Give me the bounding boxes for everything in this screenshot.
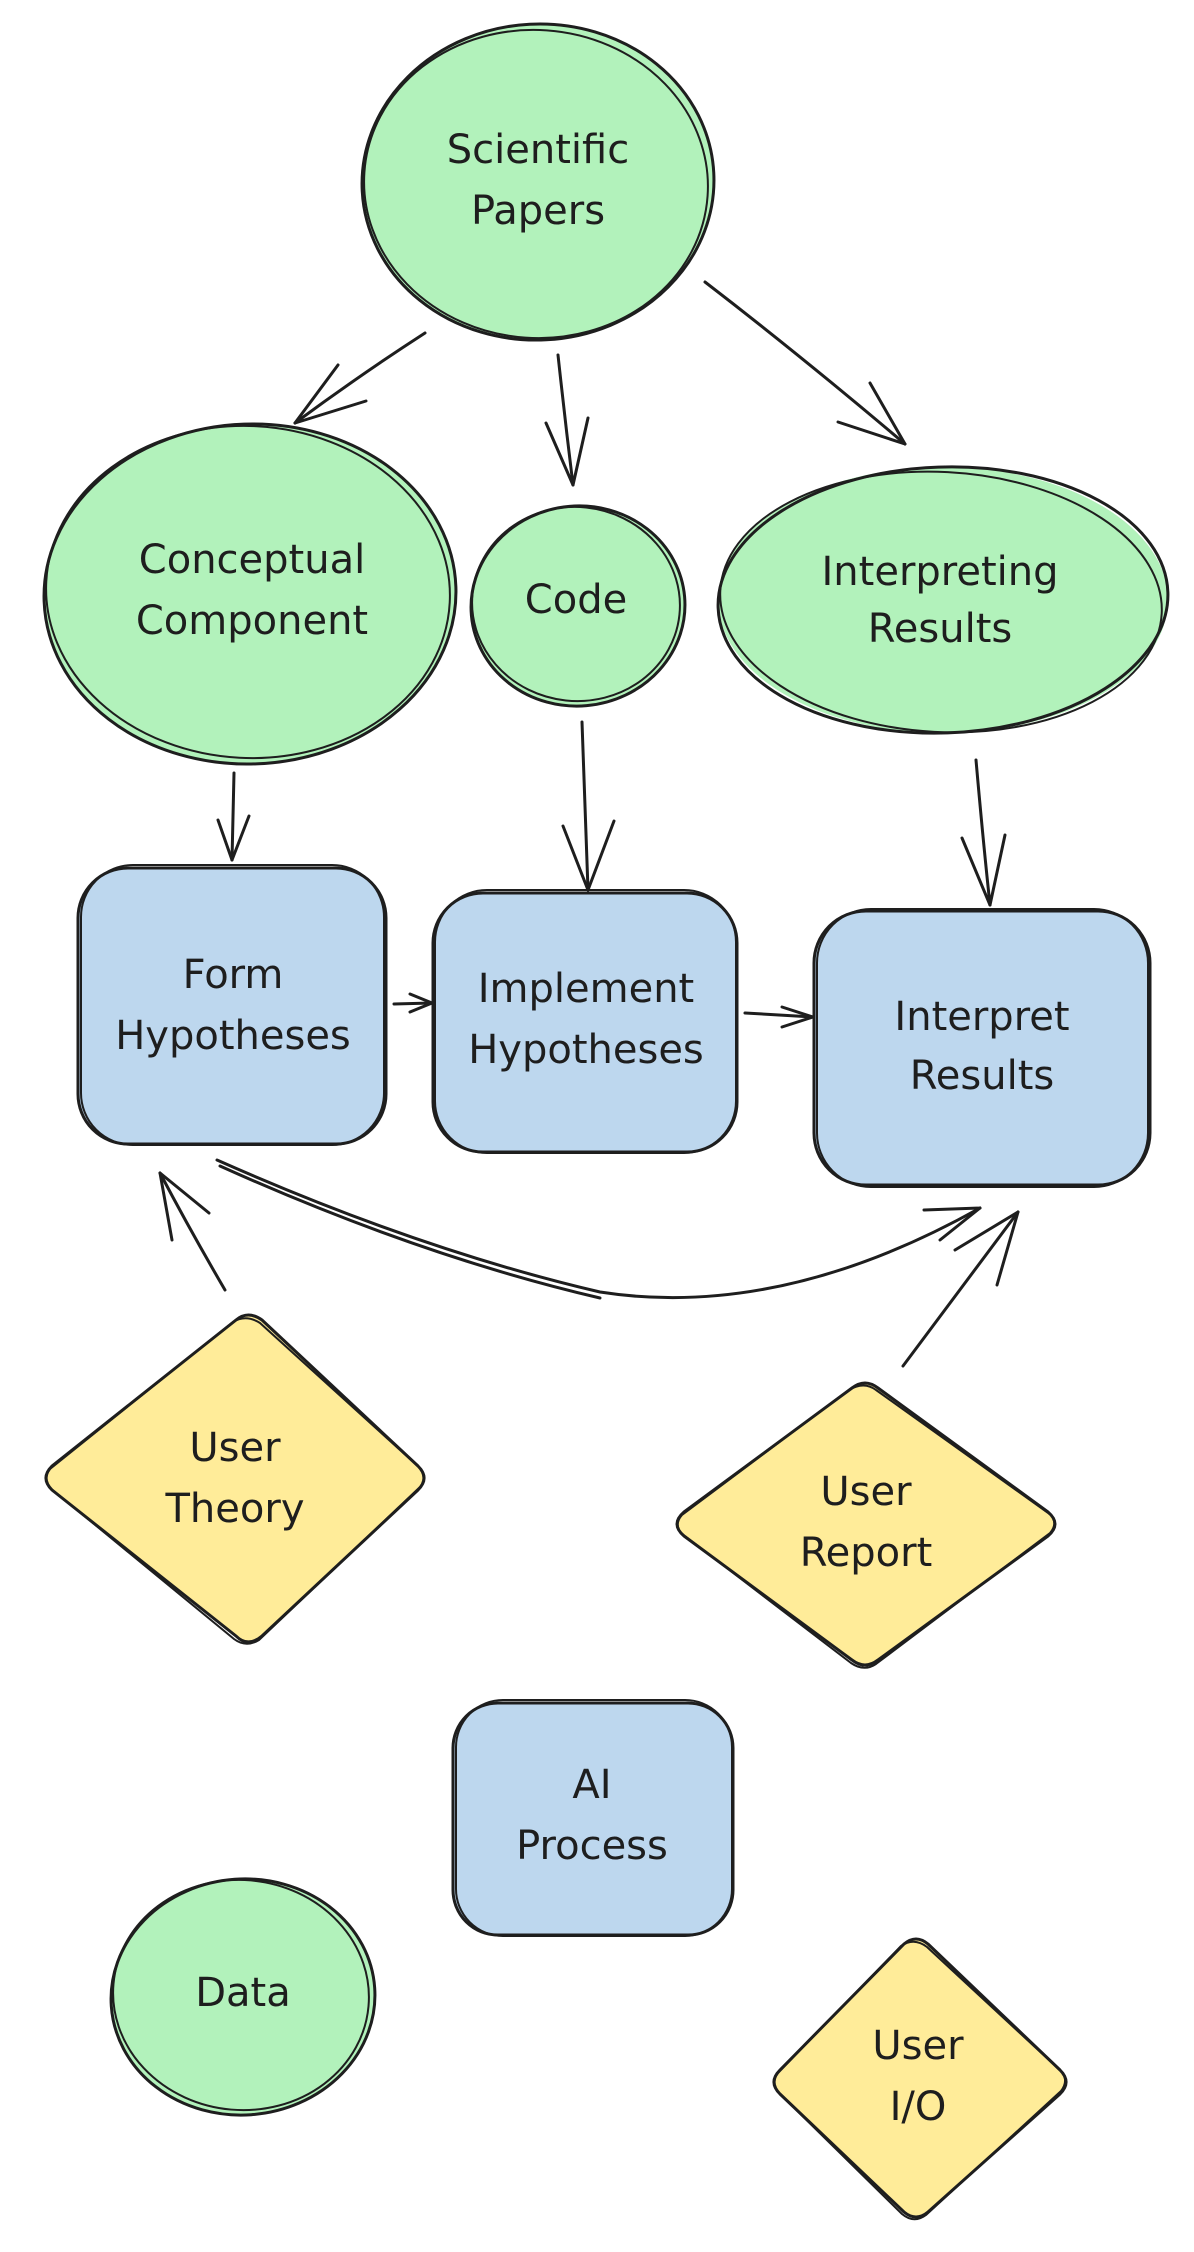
legend-label-line2: I/O [890,2084,947,2130]
node-form-hypotheses: Form Hypotheses [76,864,388,1146]
node-user-report: User Report [675,1381,1057,1669]
legend-label-line1: Data [195,1970,291,2016]
node-label-line1: Form [183,952,284,998]
edges [158,280,1020,1368]
node-label-line2: Component [136,598,368,644]
node-shape [814,911,1150,1185]
edge-conceptual-to-form [216,771,251,862]
legend: AI Process Data User I/O [109,1699,1068,2221]
node-shape [44,424,456,764]
edge-papers-to-interpreting [703,280,907,446]
edge-form-to-interpret-curve [215,1158,982,1300]
node-interpreting-results: Interpreting Results [716,465,1170,735]
node-label-line1: Interpret [894,994,1069,1040]
node-label-line2: Hypotheses [115,1013,351,1059]
legend-user-io: User I/O [772,1937,1068,2221]
node-label-line1: Interpreting [822,549,1059,595]
legend-label-line1: User [872,2023,964,2069]
node-shape [78,868,386,1144]
node-label-line1: Scientific [447,127,629,173]
legend-label-line2: Process [516,1823,668,1869]
node-shape [46,1315,424,1642]
node-label-line2: Report [800,1530,933,1576]
node-interpret-results: Interpret Results [812,908,1152,1188]
node-shape [718,467,1168,733]
legend-shape [453,1703,733,1935]
node-label-line2: Theory [165,1486,305,1532]
edge-implement-to-interpret [743,1005,815,1029]
node-label-line1: Implement [478,966,694,1012]
legend-label-line1: AI [572,1762,611,1808]
legend-data: Data [109,1877,377,2117]
node-label-line2: Papers [471,188,605,234]
node-label-line1: User [820,1469,912,1515]
legend-ai-process: AI Process [451,1699,735,1937]
node-shape [433,893,737,1152]
node-shape [471,506,685,706]
edge-interpreting-to-interpret [960,758,1007,907]
node-label-line2: Results [910,1053,1054,1099]
edge-usertheory-to-form [158,1171,227,1292]
edge-papers-to-conceptual [293,331,427,425]
node-shape [677,1383,1055,1665]
node-label-line2: Hypotheses [468,1027,704,1073]
node-label-line1: Conceptual [139,537,365,583]
legend-shape [774,1939,1066,2217]
node-shape [362,24,714,340]
node-user-theory: User Theory [44,1313,426,1645]
node-code: Code [469,504,687,708]
legend-shape [111,1879,375,2115]
node-scientific-papers: Scientific Papers [360,22,716,342]
node-label-line1: Code [525,577,627,623]
node-label-line2: Results [868,606,1012,652]
node-label-line1: User [189,1425,281,1471]
edge-userreport-to-interpret [901,1210,1020,1368]
edge-code-to-implement [561,720,616,892]
edge-form-to-implement [392,992,434,1014]
node-conceptual-component: Conceptual Component [42,422,458,766]
edge-papers-to-code [544,353,590,487]
node-implement-hypotheses: Implement Hypotheses [431,889,739,1154]
